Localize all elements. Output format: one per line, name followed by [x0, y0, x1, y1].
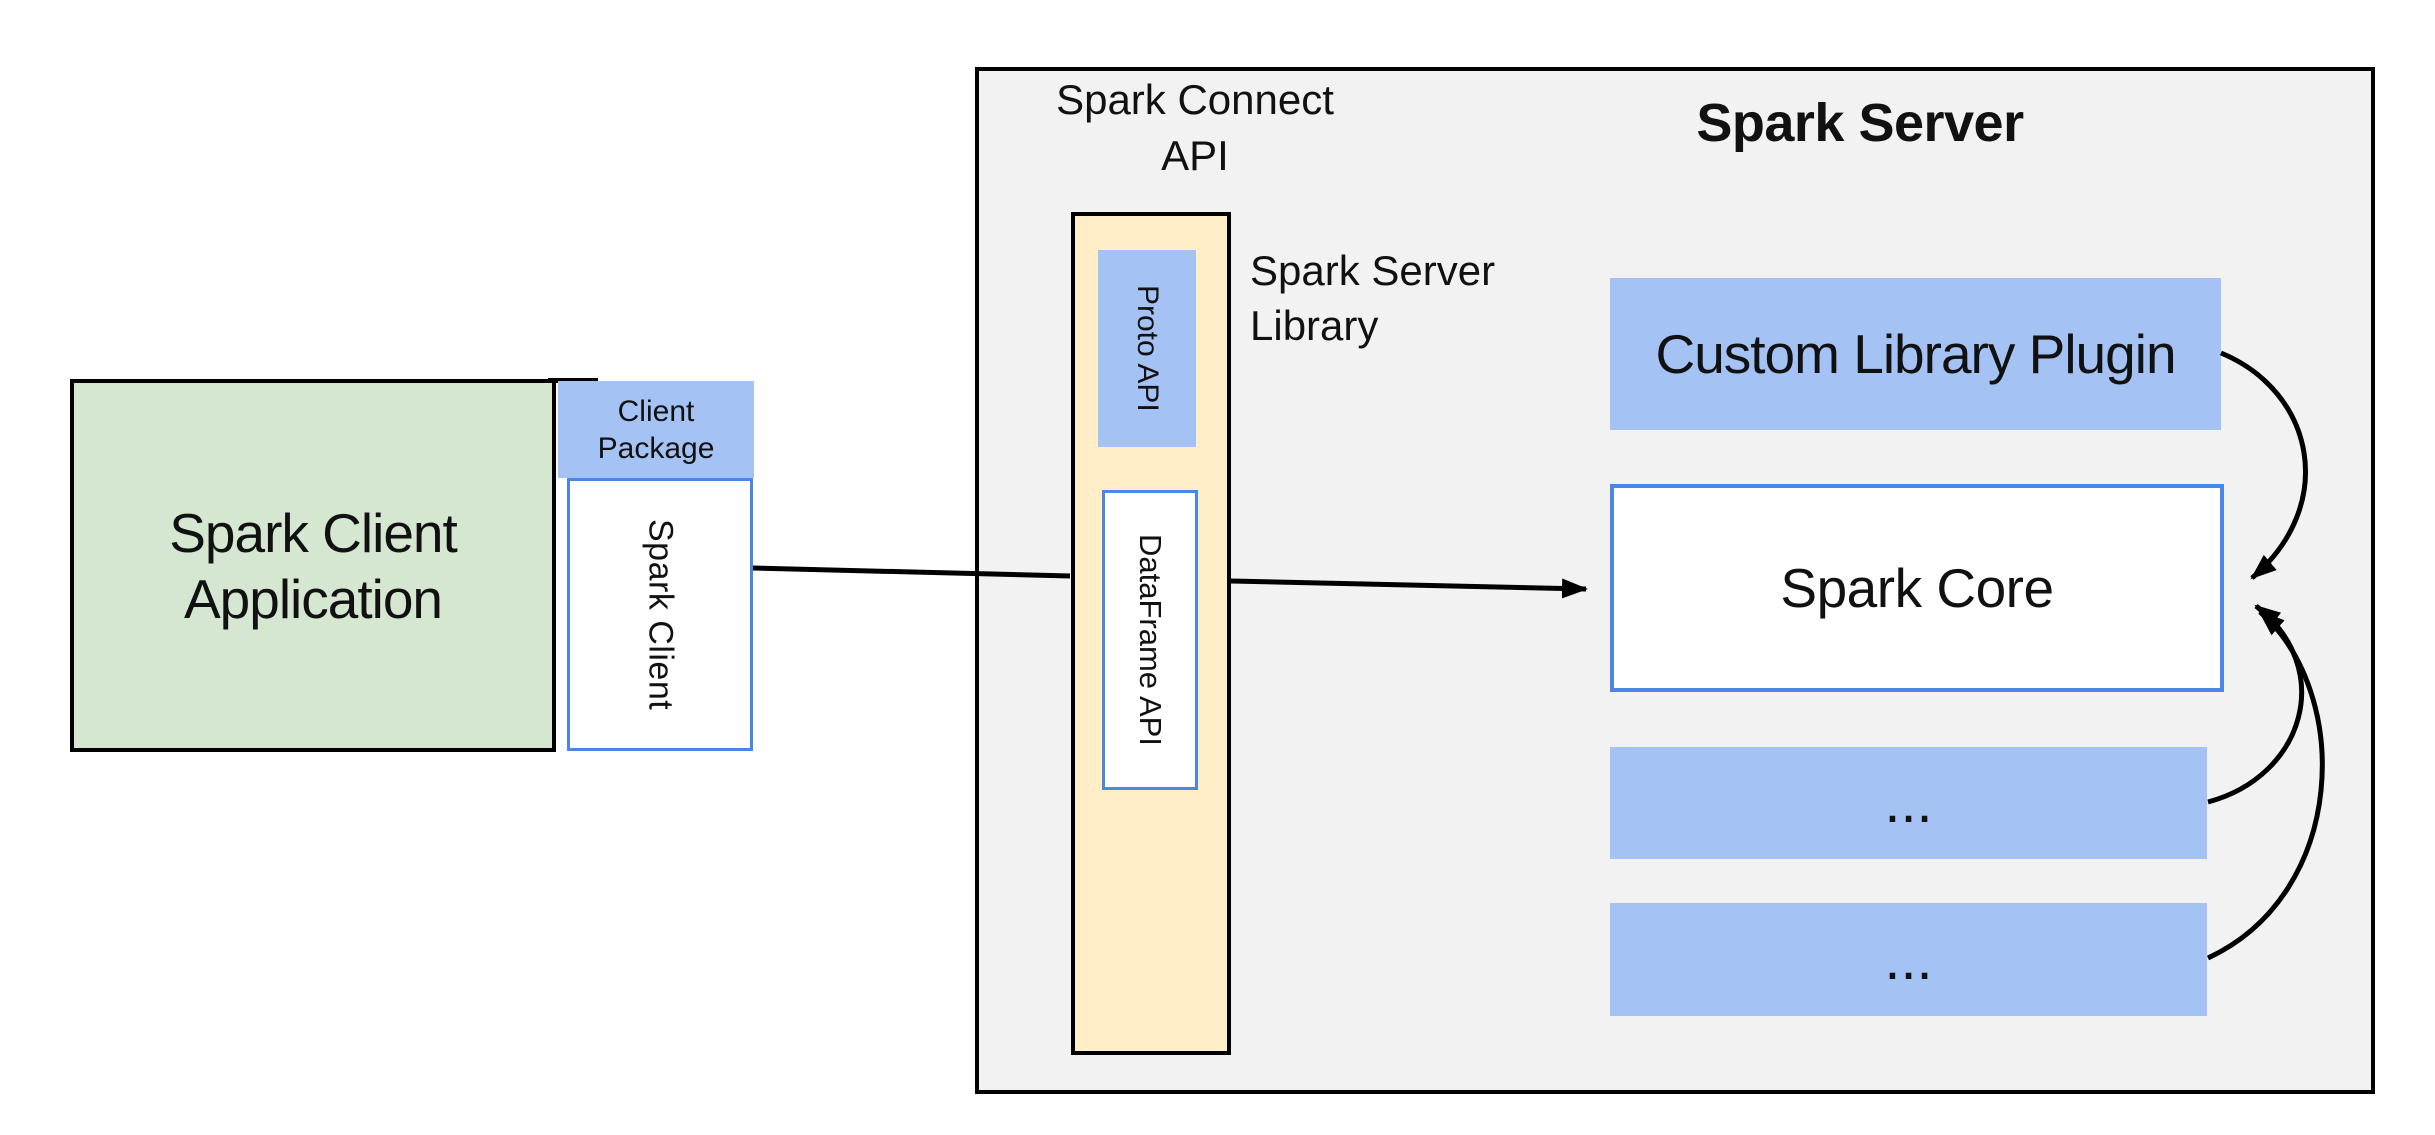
- spark-server-library-label: Spark Server Library: [1250, 247, 1496, 349]
- client-package-label: Client Package: [597, 394, 715, 465]
- spark-client-application-label: Spark Client Application: [169, 501, 458, 630]
- slot2-to-core-arrow: [2206, 610, 2325, 961]
- spark-client-box: Spark Client: [567, 478, 753, 751]
- custom-library-plugin-box: Custom Library Plugin: [1610, 278, 2221, 430]
- plugin-slot-2-label: ...: [1884, 926, 1933, 992]
- dataframe-api-label: DataFrame API: [1133, 534, 1168, 746]
- spark-core-label: Spark Core: [1780, 557, 2054, 619]
- plugin-slot-1-label: ...: [1884, 770, 1933, 835]
- proto-api-box: Proto API: [1098, 250, 1196, 447]
- client-to-library-connector: [752, 565, 1071, 579]
- library-to-core-arrow: [1230, 578, 1588, 599]
- spark-server-title: Spark Server: [1696, 93, 2024, 153]
- spark-client-application-box: Spark Client Application: [70, 379, 556, 752]
- slot1-to-core-arrow: [2207, 604, 2305, 805]
- plugin-slot-1-box: ...: [1610, 747, 2207, 859]
- green-border-stub: [548, 378, 598, 383]
- plugin-to-core-arrow: [2220, 350, 2308, 580]
- spark-core-box: Spark Core: [1610, 484, 2224, 692]
- custom-library-plugin-label: Custom Library Plugin: [1655, 323, 2176, 385]
- proto-api-label: Proto API: [1131, 285, 1164, 412]
- spark-client-label: Spark Client: [641, 518, 680, 711]
- client-package-box: Client Package: [558, 381, 754, 478]
- plugin-slot-2-box: ...: [1610, 903, 2207, 1016]
- spark-connect-api-label: Spark Connect API: [1056, 76, 1334, 179]
- dataframe-api-box: DataFrame API: [1102, 490, 1198, 790]
